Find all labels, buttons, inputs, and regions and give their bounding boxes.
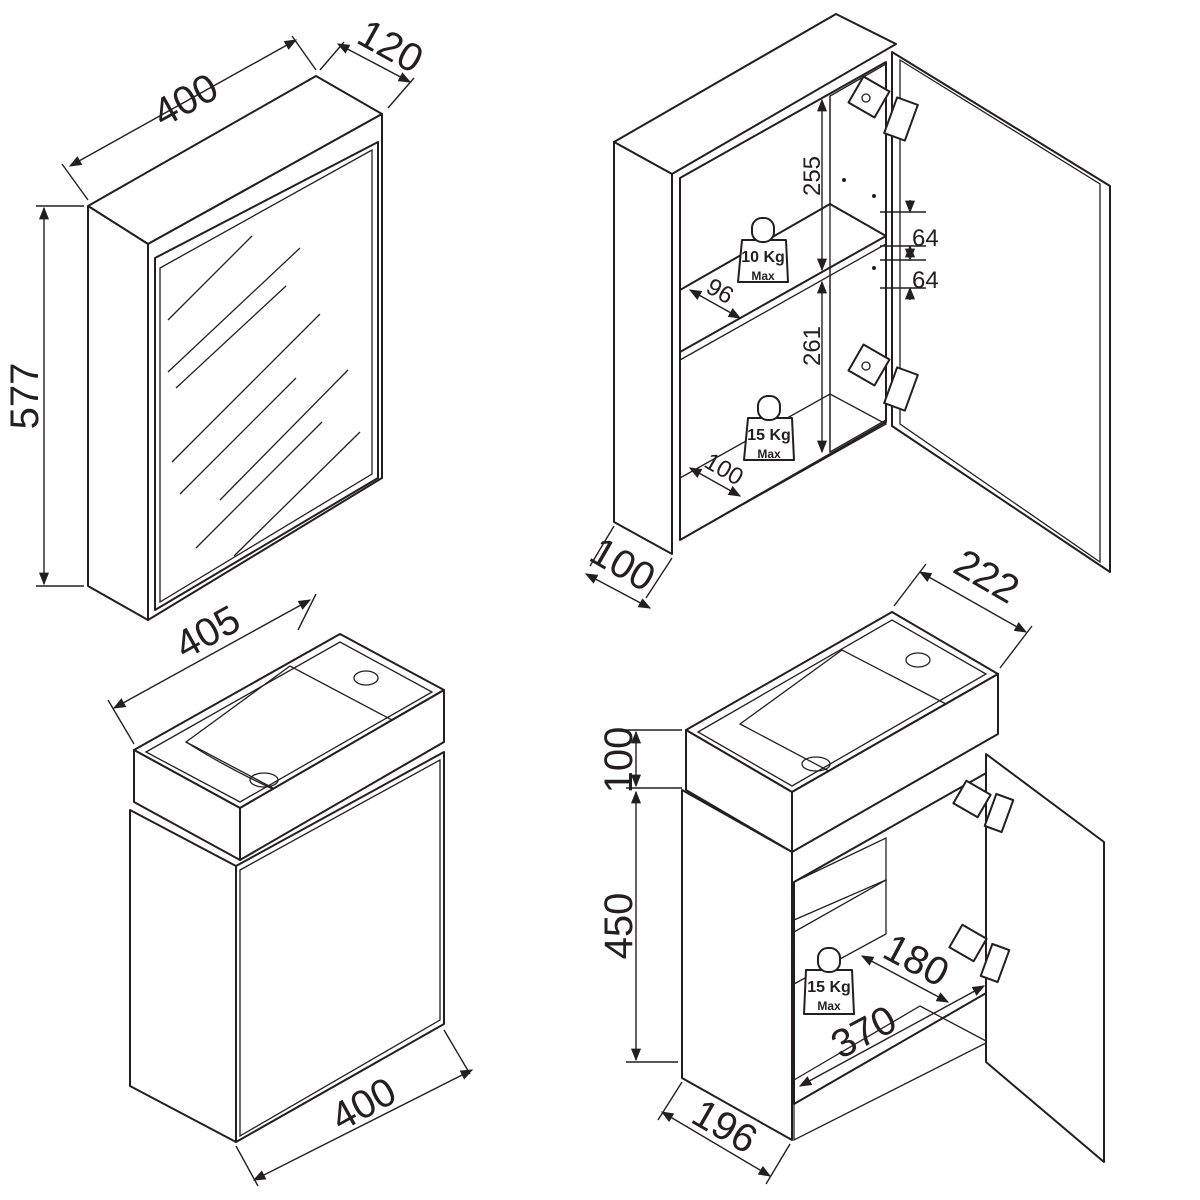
mirror-cabinet-closed: 400 120 577 bbox=[3, 11, 430, 621]
dim-cabinet-height: 577 bbox=[3, 363, 47, 430]
hinge-icon bbox=[847, 343, 919, 412]
dim-lower-height: 261 bbox=[799, 326, 826, 366]
dim-upper-height: 255 bbox=[799, 156, 826, 196]
dim-cabinet-width: 400 bbox=[146, 65, 226, 136]
weight-vanity-max: Max bbox=[817, 999, 841, 1013]
vanity-open: 15 Kg Max 180 370 222 100 450 196 bbox=[597, 541, 1105, 1185]
dim-lower-gap: 64 bbox=[912, 267, 939, 294]
dim-basin-height: 100 bbox=[597, 727, 641, 794]
dim-cabinet-depth: 120 bbox=[350, 11, 430, 82]
dim-basin-depth: 222 bbox=[947, 541, 1027, 612]
weight-upper-max: Max bbox=[751, 269, 775, 283]
dim-basin-width: 405 bbox=[168, 597, 248, 668]
mirror-reflection-lines bbox=[167, 235, 361, 557]
hinge-icon bbox=[952, 779, 1015, 834]
dim-upper-gap: 64 bbox=[912, 225, 939, 252]
weight-lower-max: Max bbox=[757, 447, 781, 461]
weight-vanity-value: 15 Kg bbox=[807, 979, 851, 996]
hinge-icon bbox=[948, 923, 1011, 984]
dim-vanity-height: 450 bbox=[597, 893, 641, 960]
mirror-cabinet-open: 10 Kg Max 15 Kg Max 255 261 64 64 96 10 bbox=[583, 13, 1111, 609]
weight-icon: 10 Kg Max bbox=[737, 217, 789, 283]
hinge-icon bbox=[847, 75, 919, 142]
weight-lower-value: 15 Kg bbox=[747, 427, 791, 444]
weight-icon: 15 Kg Max bbox=[743, 395, 795, 461]
vanity-closed: 405 400 bbox=[107, 593, 474, 1187]
weight-upper-value: 10 Kg bbox=[741, 249, 785, 266]
